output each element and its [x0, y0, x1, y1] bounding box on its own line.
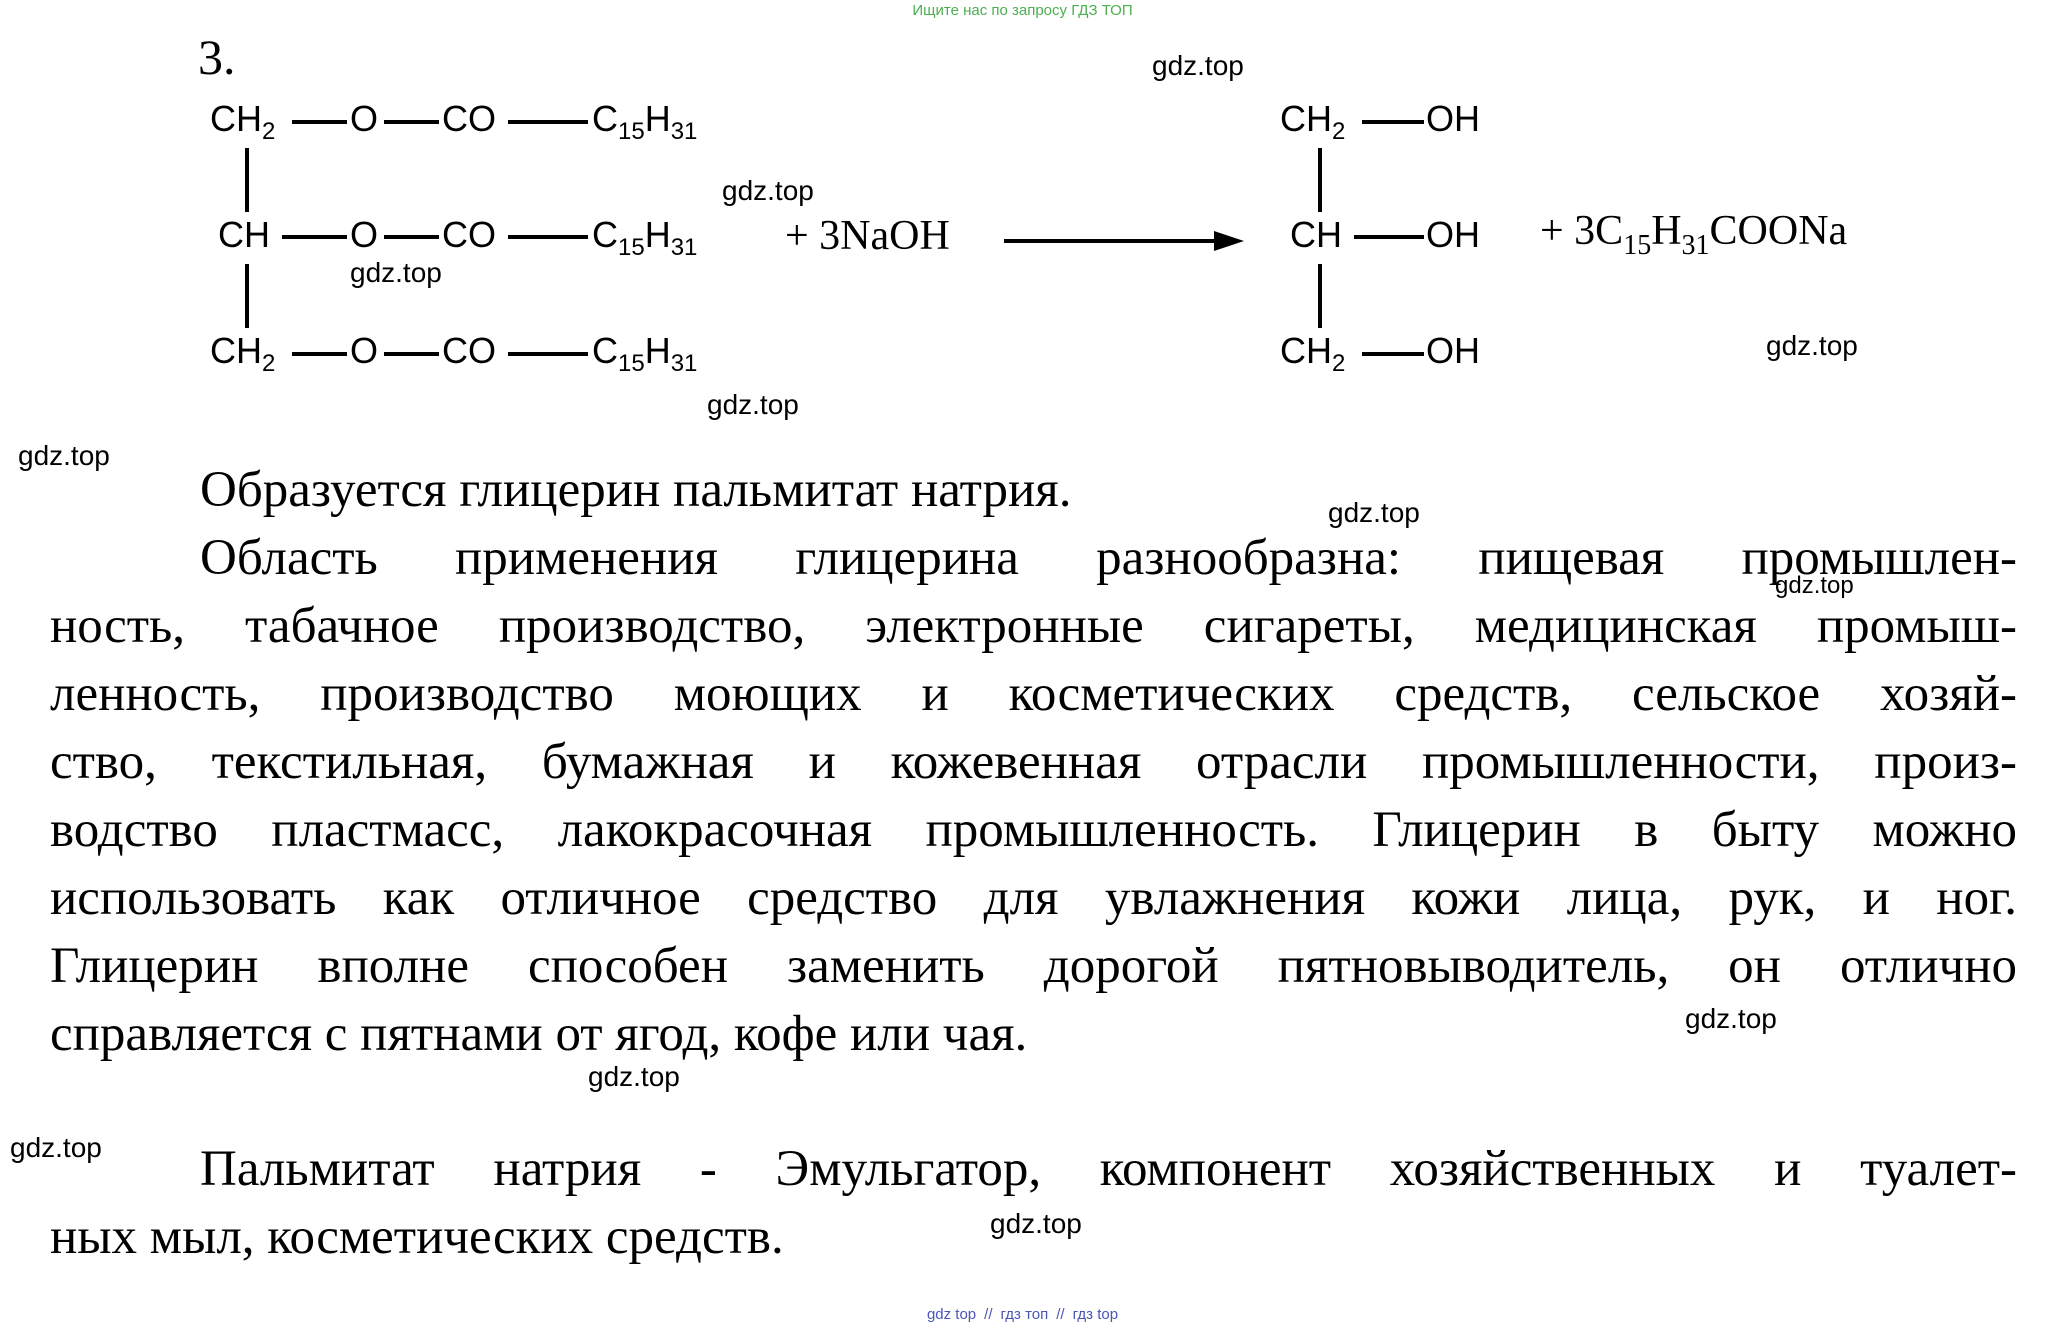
text-line: справляется с пятнами от ягод, кофе или … — [50, 1006, 1028, 1062]
reagent-naoh: + 3NaOH — [785, 213, 950, 259]
watermark: gdz.top — [990, 1208, 1082, 1239]
watermark: gdz.top — [722, 175, 814, 206]
text-line: ство, текстильная, бумажная и кожевенная… — [50, 734, 2017, 790]
paragraph-glycerol-uses: Область применения глицерина разнообразн… — [50, 524, 2017, 1068]
text-line: Пальмитат натрия - Эмульгатор, компонент… — [200, 1141, 2017, 1197]
bond — [384, 352, 439, 356]
bond — [292, 120, 347, 124]
footer-link-3[interactable]: гдз top — [1072, 1306, 1119, 1323]
carbonyl-group: CO — [442, 330, 496, 371]
text-line: ных мыл, косметических средств. — [50, 1209, 784, 1265]
watermark: gdz.top — [1766, 330, 1858, 361]
bond — [508, 235, 588, 239]
watermark: gdz.top — [18, 440, 110, 471]
bond — [1362, 120, 1424, 124]
bond — [1362, 352, 1424, 356]
hydroxyl-group: OH — [1426, 98, 1480, 139]
carbonyl-group: CO — [442, 98, 496, 139]
search-banner[interactable]: Ищите нас по запросу ГДЗ ТОП — [912, 2, 1133, 19]
text-line: Глицерин вполне способен заменить дорого… — [50, 938, 2017, 994]
oxygen-atom: O — [350, 98, 379, 139]
bond — [292, 352, 347, 356]
bond — [1318, 264, 1322, 328]
watermark: gdz.top — [707, 389, 799, 420]
watermark: gdz.top — [588, 1061, 680, 1092]
text-line: Область применения глицерина разнообразн… — [200, 530, 2017, 586]
palmitoyl-chain: C15H31 — [592, 214, 698, 261]
ch2-group: CH2 — [1280, 330, 1346, 377]
text-line: Образуется глицерин пальмитат натрия. — [200, 462, 1072, 518]
watermark: gdz.top — [1775, 572, 1854, 599]
watermark: gdz.top — [350, 257, 442, 288]
footer-link-2[interactable]: гдз топ — [1000, 1306, 1049, 1323]
text-line: ность, табачное производство, электронны… — [50, 598, 2017, 654]
bond — [508, 352, 588, 356]
problem-number: 3. — [198, 29, 236, 85]
bond — [1318, 148, 1322, 212]
bond — [508, 120, 588, 124]
oxygen-atom: O — [350, 330, 379, 371]
oxygen-atom: O — [350, 214, 379, 255]
product-sodium-palmitate: + 3C15H31COONa — [1540, 208, 1848, 261]
palmitoyl-chain: C15H31 — [592, 330, 698, 377]
palmitoyl-chain: C15H31 — [592, 98, 698, 145]
bond — [245, 148, 249, 212]
hydroxyl-group: OH — [1426, 330, 1480, 371]
bond — [282, 235, 347, 239]
ch-group: CH — [1290, 214, 1342, 255]
hydroxyl-group: OH — [1426, 214, 1480, 255]
reaction-arrow-icon — [1004, 231, 1244, 251]
ch2-group: CH2 — [210, 98, 276, 145]
footer-separator: // — [1056, 1306, 1065, 1323]
bond — [384, 235, 439, 239]
watermark: gdz.top — [10, 1132, 102, 1163]
watermark: gdz.top — [1152, 50, 1244, 81]
watermark: gdz.top — [1685, 1003, 1777, 1034]
bond — [384, 120, 439, 124]
watermark: gdz.top — [1328, 497, 1420, 528]
bond — [1354, 235, 1424, 239]
bond — [245, 264, 249, 328]
footer-separator: // — [984, 1306, 993, 1323]
ch2-group: CH2 — [1280, 98, 1346, 145]
text-line: водство пластмасс, лакокрасочная промышл… — [50, 802, 2017, 858]
carbonyl-group: CO — [442, 214, 496, 255]
text-line: использовать как отличное средство для у… — [50, 870, 2017, 926]
paragraph-products: Образуется глицерин пальмитат натрия. — [50, 456, 2017, 524]
ch2-group: CH2 — [210, 330, 276, 377]
footer-links[interactable]: gdz top // гдз топ // гдз top — [0, 1306, 2045, 1323]
ch-group: CH — [218, 214, 270, 255]
footer-link-1[interactable]: gdz top — [926, 1306, 977, 1323]
paragraph-sodium-palmitate: Пальмитат натрия - Эмульгатор, компонент… — [50, 1135, 2017, 1271]
text-line: ленность, производство моющих и косметич… — [50, 666, 2017, 722]
